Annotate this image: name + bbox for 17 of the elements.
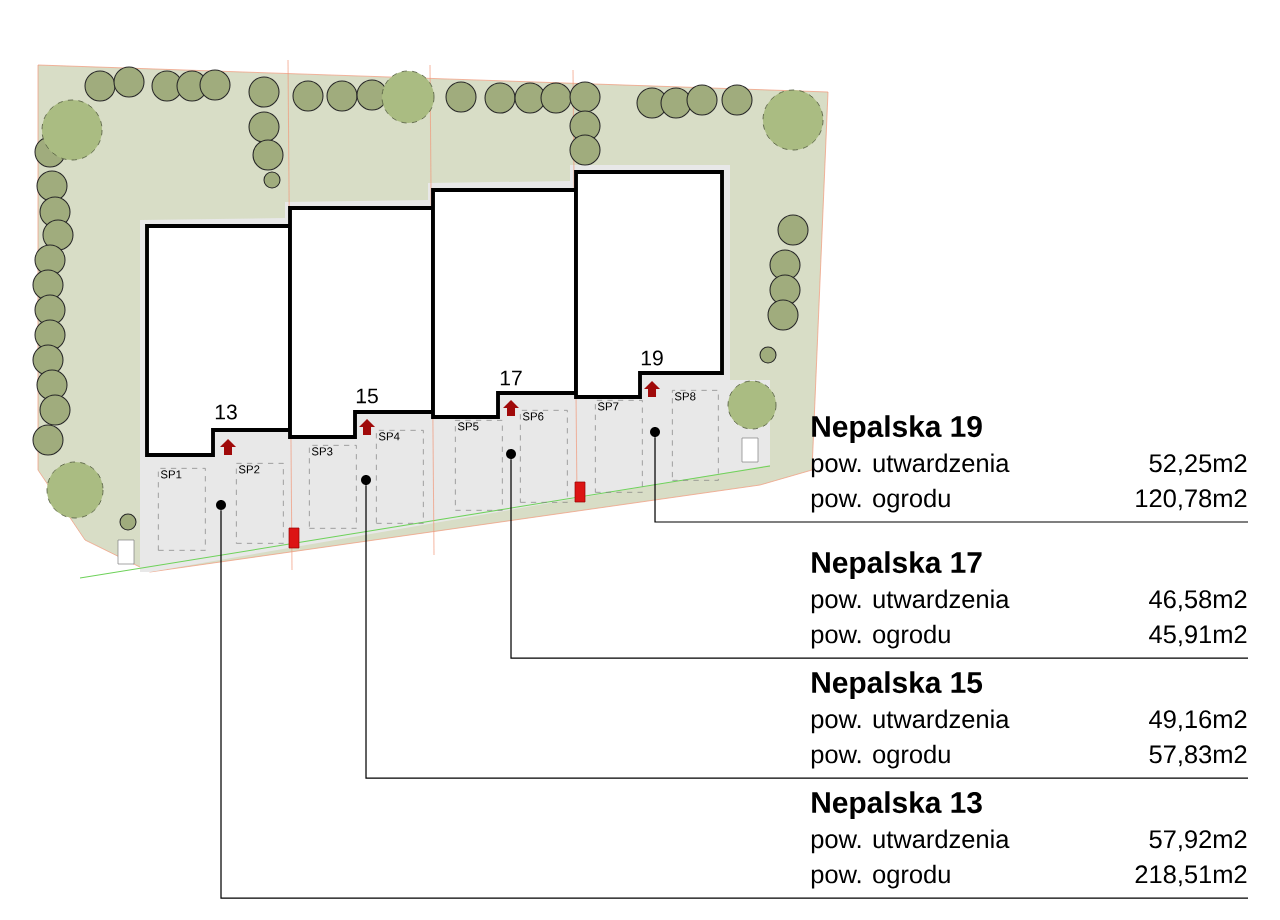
leader-line xyxy=(365,484,1249,779)
area-info: Nepalska 19 pow. utwardzenia 52,25m2 pow. ogrodu 120,78m2 xyxy=(811,415,1247,513)
area-info: Nepalska 15 pow. utwardzenia 49,16m2 pow. ogrodu 57,83m2 xyxy=(811,671,1247,769)
parking-space: SP1 xyxy=(158,468,206,551)
parking-space: SP7 xyxy=(595,400,643,493)
parking-space: SP4 xyxy=(376,430,424,524)
leader-line xyxy=(510,458,1249,659)
parking-space: SP6 xyxy=(520,410,568,503)
leader-line xyxy=(220,509,1249,899)
parking-space: SP8 xyxy=(672,390,719,481)
building-drawing: 13 xyxy=(145,224,292,457)
area-info: Nepalska 13 pow. utwardzenia 57,92m2 pow. ogrodu 218,51m2 xyxy=(811,791,1247,889)
parking-space: SP5 xyxy=(455,420,503,511)
leader-line xyxy=(654,436,1249,523)
parking-space: SP3 xyxy=(309,445,357,529)
area-info: Nepalska 17 pow. utwardzenia 46,58m2 pow. ogrodu 45,91m2 xyxy=(811,551,1247,649)
parking-space: SP2 xyxy=(236,463,284,544)
